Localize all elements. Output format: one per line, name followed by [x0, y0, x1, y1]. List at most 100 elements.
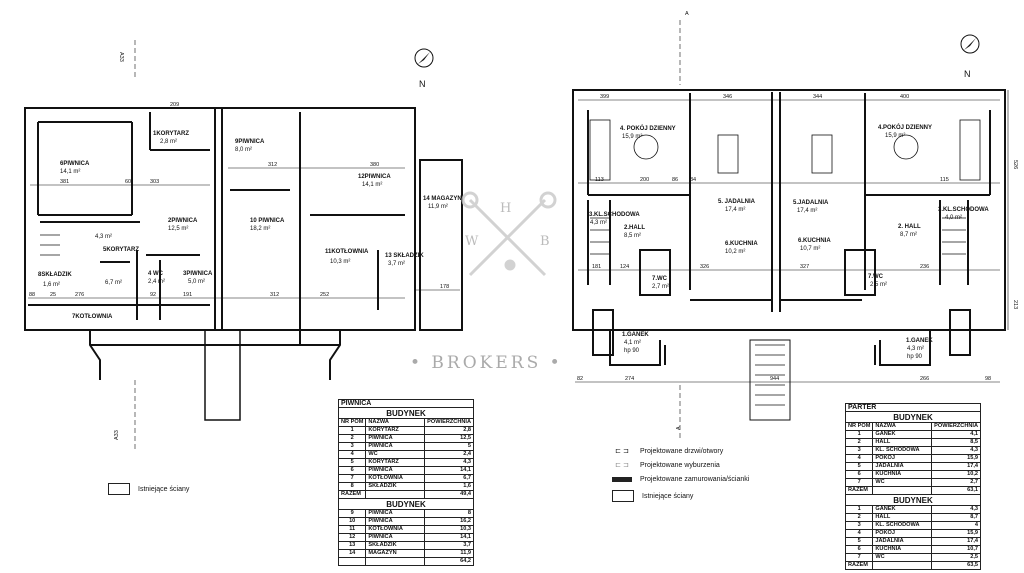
table-cell: HALL: [872, 513, 933, 522]
table-cell: NAZWA: [365, 418, 426, 427]
table-row: BUDYNEK: [845, 494, 981, 506]
plan-label: 213: [1012, 300, 1018, 309]
table-cell: [365, 490, 426, 499]
plan-label: 60: [125, 179, 131, 185]
north-label: N: [419, 79, 426, 89]
legend-label: Projektowane wyburzenia: [640, 461, 720, 469]
table-cell: PIWNICA: [365, 466, 426, 475]
plan-label: 5KORYTARZ: [103, 247, 139, 253]
plan-label: 124: [620, 264, 629, 270]
table-cell: 9: [337, 509, 367, 518]
plan-label: 7.WC: [652, 276, 668, 282]
plan-label: 8SKŁADZIK: [38, 272, 72, 278]
plan-label: 381: [60, 179, 69, 185]
plan-label: 181: [592, 264, 601, 270]
table-cell: 4: [844, 529, 874, 538]
table-cell: 7: [844, 478, 874, 487]
plan-label: 86: [672, 177, 678, 183]
table-cell: POWIERZCHNIA: [424, 418, 474, 427]
table-cell: KORYTARZ: [365, 426, 426, 435]
plan-label: 5,0 m²: [188, 279, 205, 285]
plan-label: 14 MAGAZYN: [423, 196, 462, 202]
plan-label: 400: [900, 94, 909, 100]
plan-label: 252: [320, 292, 329, 298]
plan-label: 1.GANEK: [622, 332, 649, 338]
existing-walls-symbol: [612, 490, 634, 502]
ground-dimension-lines: [575, 20, 1009, 440]
legend-label: Istniejące ściany: [642, 492, 694, 500]
plan-label: 4,0 m²: [945, 215, 962, 221]
plan-label: 88: [29, 292, 35, 298]
table-cell: 5: [337, 458, 367, 467]
table-cell: 1: [844, 505, 874, 514]
table-cell: POKÓJ: [872, 454, 933, 463]
table-cell: NAZWA: [872, 422, 933, 431]
plan-label: 10,7 m²: [800, 246, 820, 252]
legend-existing-walls: Istniejące ściany: [612, 490, 693, 502]
plan-label: 113: [595, 177, 604, 183]
table-cell: KL. SCHODOWA: [872, 446, 933, 455]
plan-label: 6.KUCHNIA: [725, 241, 758, 247]
table-cell: KOTŁOWNIA: [365, 525, 426, 534]
plan-label: 18,2 m²: [250, 226, 270, 232]
table-cell: 3: [844, 521, 874, 530]
plan-label: 3PIWNICA: [183, 271, 213, 277]
plan-label: 7.WC: [868, 274, 884, 280]
table-cell: [365, 557, 426, 566]
plan-label: 303: [150, 179, 159, 185]
plan-label: 92: [150, 292, 156, 298]
plan-label: 8,0 m²: [235, 147, 252, 153]
table-cell: 2,8: [424, 426, 474, 435]
table-cell: 2: [844, 513, 874, 522]
table-cell: RAZEM: [337, 490, 367, 499]
watermark-letter-b: B: [540, 234, 550, 249]
table-cell: 4,3: [424, 458, 474, 467]
table-cell: 4,1: [931, 430, 981, 439]
table-title: PARTER: [845, 403, 981, 412]
axis-label: A: [685, 11, 689, 17]
plan-label: 4,1 m²: [624, 340, 641, 346]
ground-dimensions: 399 346 344 400 113 200 86 34 115 181 12…: [577, 94, 1018, 382]
plan-label: 9PIWNICA: [235, 139, 265, 145]
table-cell: [872, 486, 933, 495]
plan-label: 4.POKÓJ DZIENNY: [878, 123, 932, 131]
table-cell: 6: [844, 545, 874, 554]
plan-label: 312: [268, 162, 277, 168]
plan-label: 14,1 m²: [362, 182, 382, 188]
plan-label: 17,4 m²: [725, 207, 745, 213]
plan-label: 2,7 m²: [652, 284, 669, 290]
plan-label: 944: [770, 376, 779, 382]
plan-label: 344: [813, 94, 822, 100]
axis-label: A33: [118, 52, 124, 62]
watermark-letter-h: H: [500, 201, 511, 216]
legend-demolition: ⊏ ⊐ Projektowane wyburzenia: [612, 461, 720, 470]
plan-label: 17,4 m²: [797, 208, 817, 214]
plan-label: 11,9 m²: [428, 204, 448, 210]
table-cell: 6: [844, 470, 874, 479]
table-cell: 63,5: [931, 561, 981, 570]
table-cell: BUDYNEK: [845, 494, 981, 506]
watermark-logo: [461, 191, 557, 277]
legend-existing-walls: Istniejące ściany: [108, 483, 189, 495]
plan-label: 3,7 m²: [388, 261, 405, 267]
table-cell: 14,1: [424, 466, 474, 475]
plan-label: 6PIWNICA: [60, 161, 90, 167]
axis-label: A33: [114, 430, 120, 440]
table-cell: GANEK: [872, 430, 933, 439]
watermark-brokers: • BROKERS •: [410, 353, 563, 373]
table-cell: 4: [844, 454, 874, 463]
table-cell: PIWNICA: [365, 434, 426, 443]
